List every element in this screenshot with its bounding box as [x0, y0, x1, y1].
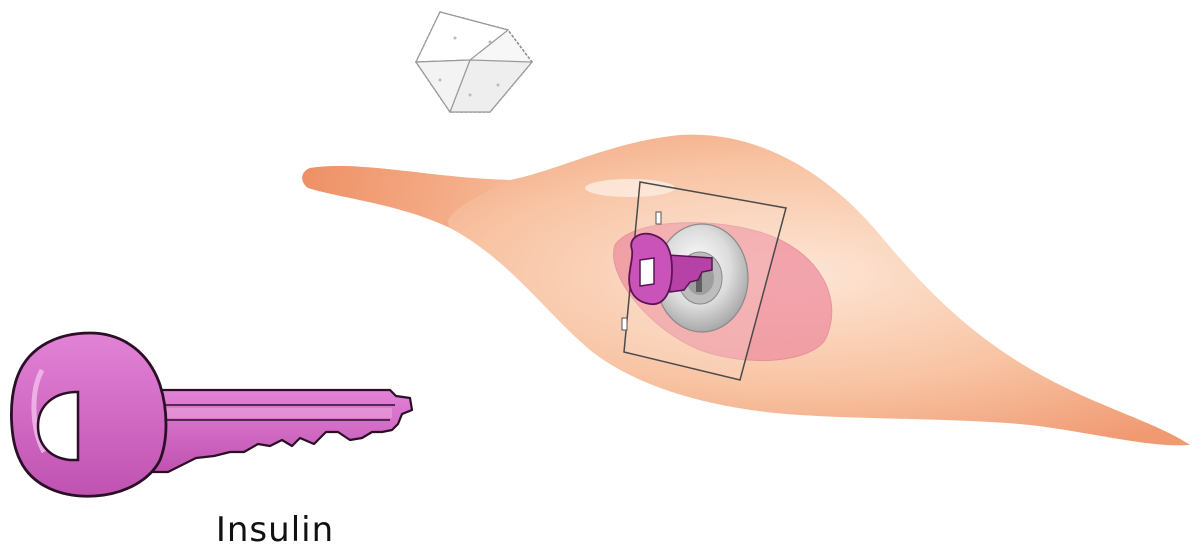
insulin-label: Insulin [195, 510, 355, 550]
key-icon [11, 333, 412, 496]
sugar-cube-icon [416, 12, 532, 112]
